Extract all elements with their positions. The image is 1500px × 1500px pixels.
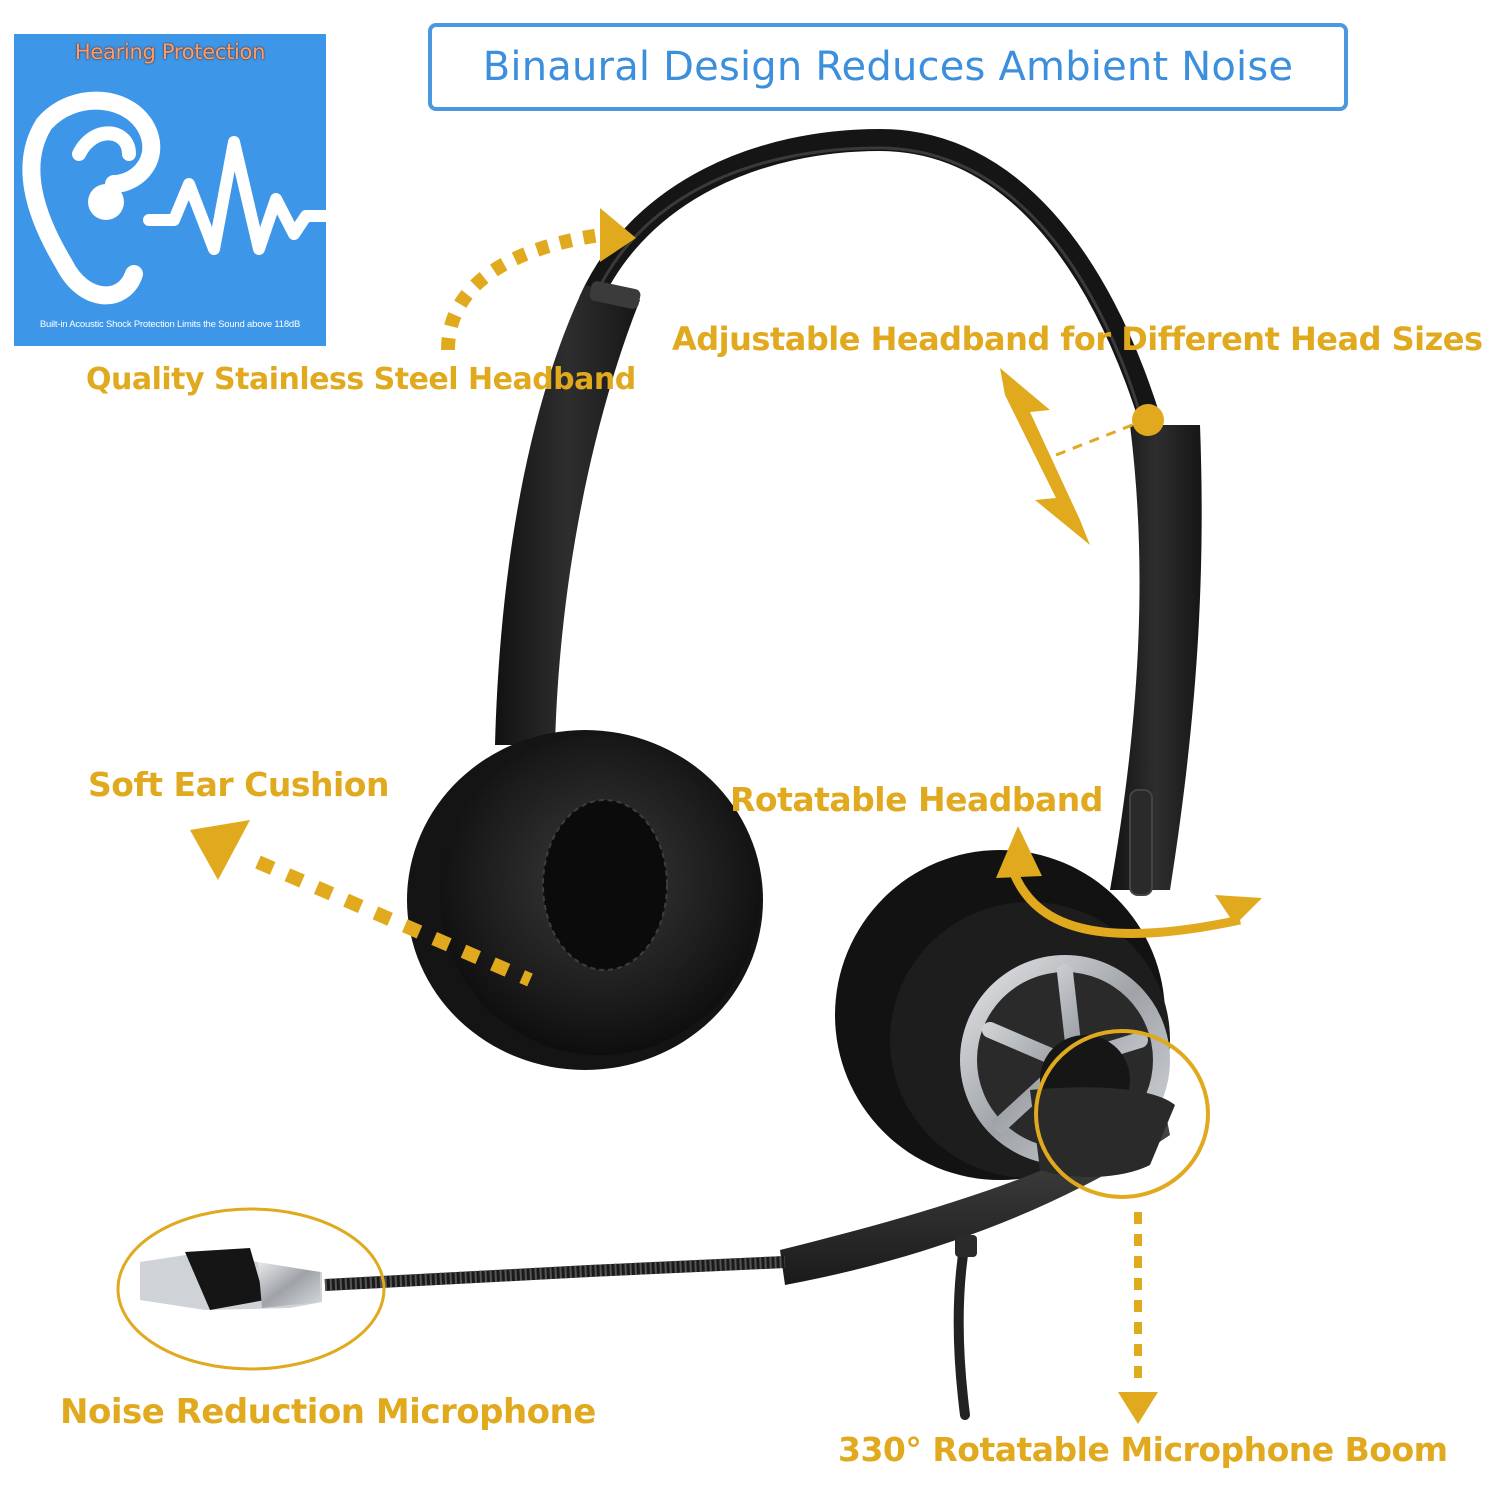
left-ear-cushion [407,730,763,1070]
callout-steel-headband: Quality Stainless Steel Headband [86,362,636,397]
callout-adjustable-headband: Adjustable Headband for Different Head S… [672,320,1483,358]
headline: Binaural Design Reduces Ambient Noise [482,44,1294,90]
callout-microphone: Noise Reduction Microphone [60,1392,596,1432]
callout-rotatable-headband: Rotatable Headband [730,780,1103,819]
callout-ear-cushion: Soft Ear Cushion [88,765,389,804]
badge-title: Hearing Protection [74,40,266,64]
ear-soundwave-icon [22,91,326,305]
headband [495,128,1202,896]
annotation-shapes [116,228,1241,1382]
callout-mic-boom: 330° Rotatable Microphone Boom [838,1430,1448,1469]
hearing-protection-badge: Hearing Protection Built-in Acoustic Sho… [14,34,326,346]
badge-note: Built-in Acoustic Shock Protection Limit… [39,319,301,330]
microphone-boom [324,1087,1175,1420]
microphone-capsule [140,1248,322,1310]
annotation-arrowheads [190,208,1262,1424]
headline-box: Binaural Design Reduces Ambient Noise [428,23,1348,111]
